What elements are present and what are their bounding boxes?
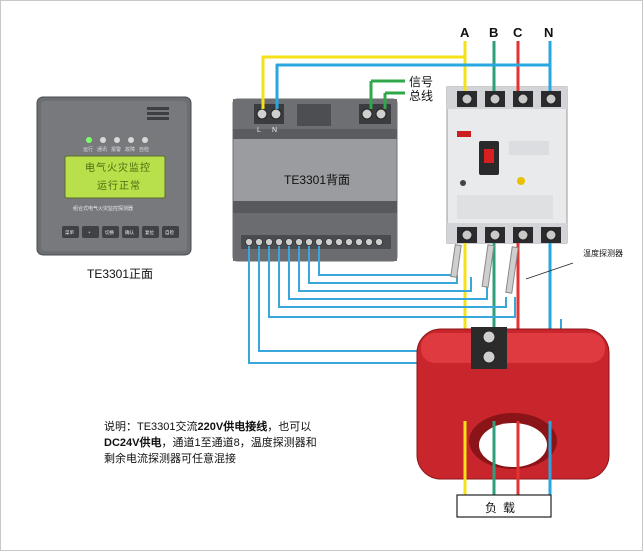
lcd-screen xyxy=(64,155,166,199)
menu-button[interactable]: 菜单 xyxy=(65,230,74,235)
description-note: 说明：TE3301交流220V供电接线，也可以 DC24V供电，通道1至通道8，… xyxy=(104,421,317,465)
front-panel-device xyxy=(36,96,192,256)
rear-view-label: TE3301背面 xyxy=(284,173,351,187)
switch-button[interactable]: 切换 xyxy=(105,230,114,235)
reset-button[interactable]: 复位 xyxy=(145,230,154,235)
lcd-status: 运行正常 xyxy=(97,181,141,192)
residual-current-transformer xyxy=(416,327,610,480)
terminal-l-label: L xyxy=(257,127,261,134)
led-comm-label: 通讯 xyxy=(97,147,108,153)
phase-b-label: B xyxy=(489,25,499,40)
terminal-n-label: N xyxy=(272,127,278,134)
led-alarm-label: 报警 xyxy=(111,147,122,153)
load-label: 负载 xyxy=(485,501,522,515)
signal-label: 信号 xyxy=(409,75,434,89)
device-name-label: 组合式电气火灾监控探测器 xyxy=(73,206,134,212)
front-view-label: TE3301正面 xyxy=(87,267,154,281)
phase-n-label: N xyxy=(544,25,554,40)
led-run-label: 运行 xyxy=(83,147,94,153)
plus-button[interactable]: + xyxy=(88,230,91,235)
selftest-button[interactable]: 自检 xyxy=(165,230,174,235)
bus-label: 总线 xyxy=(409,89,434,103)
circuit-breaker xyxy=(446,86,568,244)
phase-c-label: C xyxy=(513,25,523,40)
lcd-title: 电气火灾监控 xyxy=(85,163,151,174)
phase-a-label: A xyxy=(460,25,470,40)
temperature-probe-label: 温度探测器 xyxy=(583,249,623,258)
temperature-probes xyxy=(450,244,574,294)
load-box xyxy=(456,494,552,518)
sensor-wires xyxy=(248,246,562,364)
led-fault-label: 故障 xyxy=(125,147,136,153)
led-selftest-label: 自检 xyxy=(139,147,150,153)
confirm-button[interactable]: 确认 xyxy=(125,230,134,235)
run-led-icon xyxy=(86,137,92,143)
